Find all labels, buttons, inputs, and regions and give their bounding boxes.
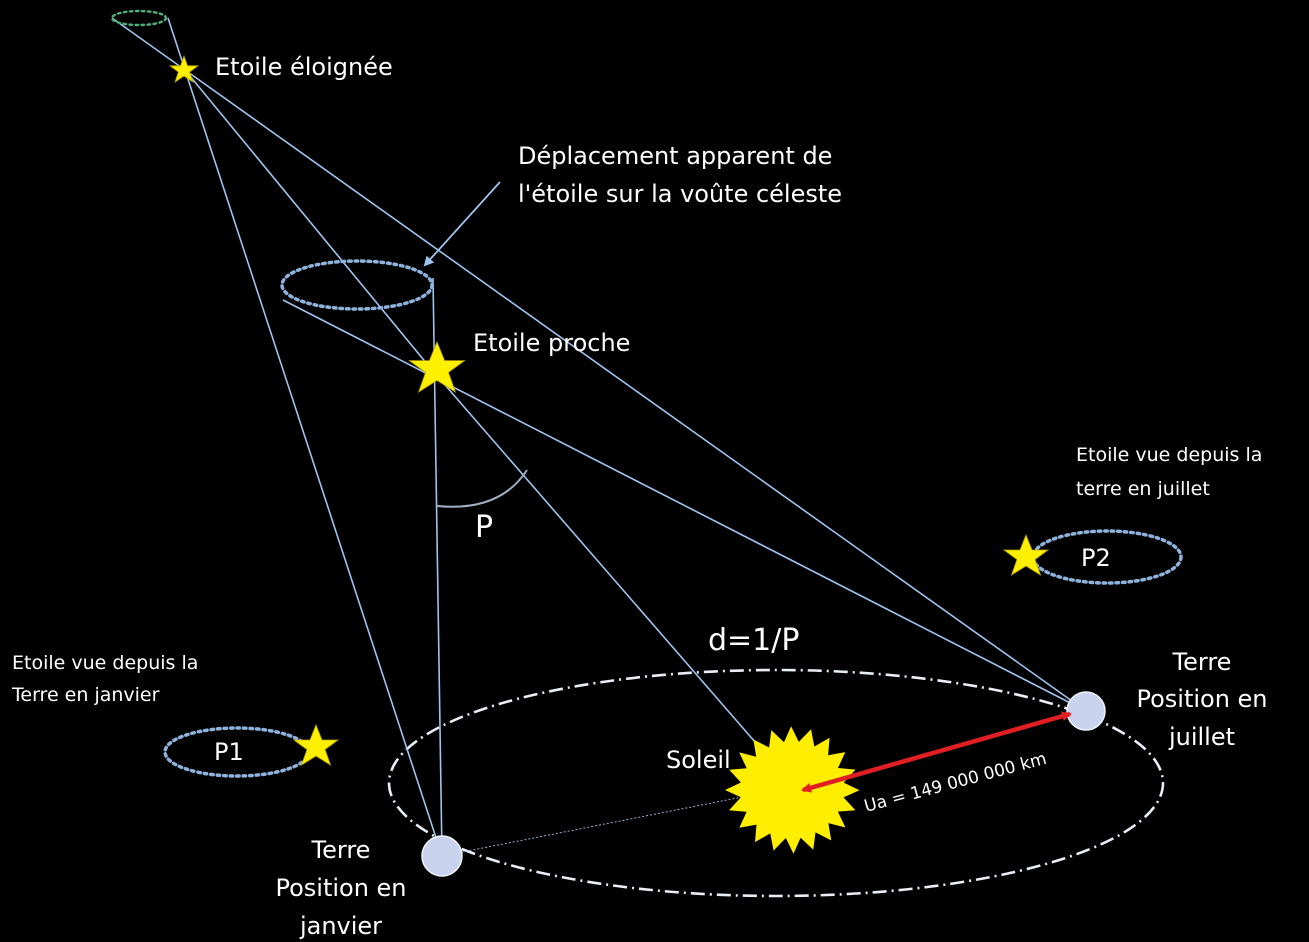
- far-star-apparent-ellipse: [110, 9, 168, 27]
- parallax-arc: [436, 469, 528, 508]
- sight-line-far-top-to-january: [167, 17, 443, 857]
- earth-january-planet-icon: [421, 835, 463, 877]
- apparent-motion-pointer: [423, 181, 501, 267]
- p2-star-icon: [1002, 533, 1050, 576]
- apparent-motion-ellipse: [280, 259, 434, 311]
- parallax-angle-label: P: [475, 510, 493, 545]
- earth-orbit: [387, 668, 1165, 898]
- sight-line-far-to-near: [184, 69, 433, 371]
- apparent-motion-label-line2: l'étoile sur la voûte céleste: [518, 180, 842, 208]
- january-view-label-line2: Terre en janvier: [11, 684, 160, 706]
- astronomical-unit-arrow: [801, 711, 1072, 793]
- near-star-label: Etoile proche: [473, 329, 630, 357]
- earth-january-label-line1: Terre: [311, 836, 371, 864]
- sight-line-far-top-to-july: [111, 17, 1087, 712]
- astronomical-unit-label: Ua = 149 000 000 km: [862, 749, 1049, 817]
- sun-icon: [725, 726, 860, 854]
- baseline-january-to-sun: [441, 786, 794, 857]
- sight-line-ellipse-left-to-july: [282, 299, 1087, 712]
- far-star-icon: [168, 54, 200, 83]
- earth-july-planet-icon: [1066, 691, 1106, 731]
- far-star-label: Etoile éloignée: [215, 53, 393, 81]
- earth-january-label-line3: janvier: [299, 912, 382, 940]
- earth-january-label-line2: Position en: [275, 874, 406, 902]
- near-star-icon: [408, 340, 466, 393]
- earth-july-label-line2: Position en: [1136, 685, 1267, 713]
- july-view-label-line2: terre en juillet: [1076, 478, 1210, 500]
- july-view-label-line1: Etoile vue depuis la: [1076, 444, 1262, 466]
- earth-july-label-line3: juillet: [1168, 723, 1235, 751]
- january-view-label-line1: Etoile vue depuis la: [12, 652, 198, 674]
- p2-label: P2: [1081, 544, 1111, 572]
- earth-july-label-line1: Terre: [1172, 648, 1232, 676]
- p1-label: P1: [214, 738, 244, 766]
- sun-label: Soleil: [666, 746, 731, 774]
- sight-line-near-to-sun: [431, 369, 763, 751]
- distance-formula-label: d=1/P: [708, 623, 799, 658]
- apparent-motion-label-line1: Déplacement apparent de: [518, 142, 832, 170]
- p1-star-icon: [292, 723, 340, 766]
